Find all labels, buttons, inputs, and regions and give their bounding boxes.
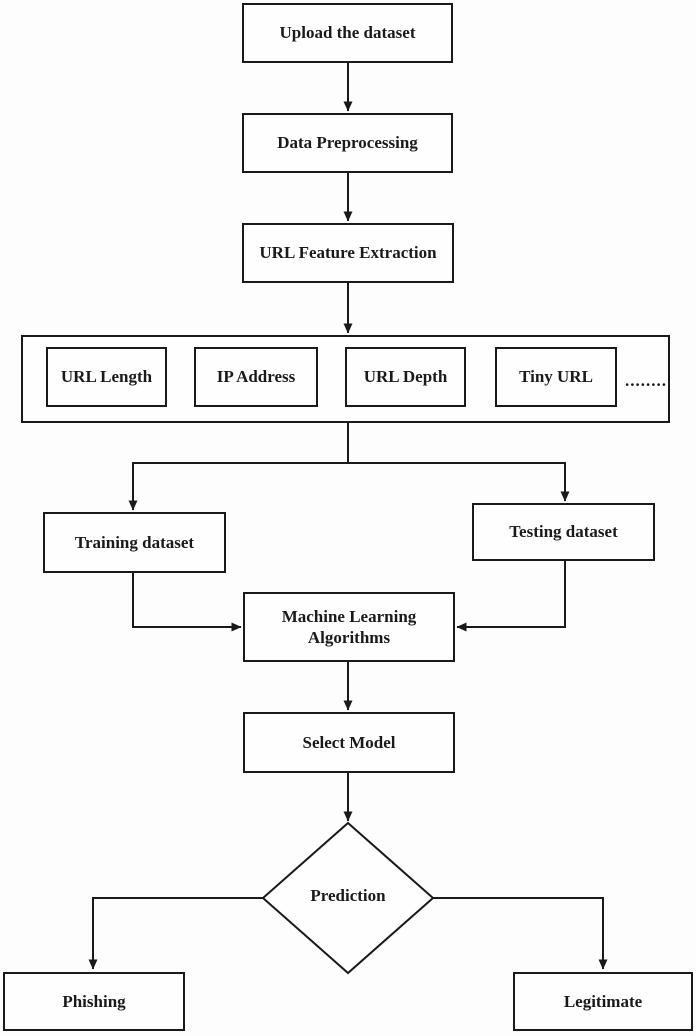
feature-ellipsis: ........ xyxy=(625,371,667,390)
node-data-preprocessing: Data Preprocessing xyxy=(242,113,453,173)
node-testing-dataset: Testing dataset xyxy=(472,503,655,561)
arrow-training-to-ml xyxy=(132,573,242,632)
node-feature-url-length: URL Length xyxy=(46,347,167,407)
node-select-model: Select Model xyxy=(243,712,455,773)
node-phishing: Phishing xyxy=(3,972,185,1031)
arrow-prediction-to-phishing xyxy=(88,897,263,970)
arrow-prediction-to-legitimate xyxy=(433,897,608,970)
prediction-diamond-shape xyxy=(261,821,435,975)
node-training-dataset: Training dataset xyxy=(43,512,226,573)
node-legitimate: Legitimate xyxy=(513,972,693,1031)
node-feature-url-depth: URL Depth xyxy=(345,347,466,407)
node-feature-ip-address: IP Address xyxy=(194,347,318,407)
node-feature-tiny-url: Tiny URL xyxy=(495,347,617,407)
node-url-feature-extraction: URL Feature Extraction xyxy=(242,223,454,283)
node-upload-dataset: Upload the dataset xyxy=(242,3,453,63)
node-machine-learning-algorithms: Machine Learning Algorithms xyxy=(243,592,455,662)
node-prediction-label: Prediction xyxy=(310,886,386,905)
arrow-testing-to-ml xyxy=(456,561,566,632)
